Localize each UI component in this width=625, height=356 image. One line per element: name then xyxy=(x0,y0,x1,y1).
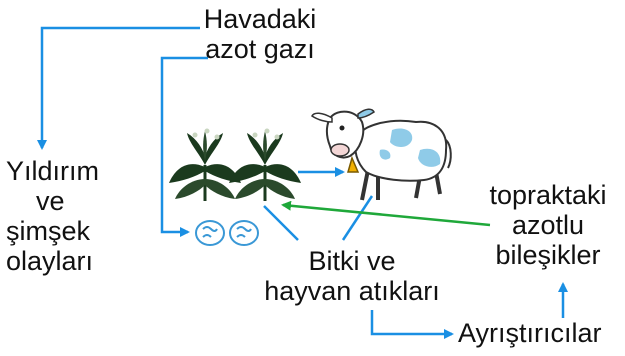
label-lightning-line4: olayları xyxy=(6,246,94,276)
arrow-plant-to-waste xyxy=(263,205,299,241)
arrow-waste-to-decomposers xyxy=(370,310,454,339)
label-air-nitrogen-line1: Havadaki xyxy=(203,4,317,34)
label-air-nitrogen-line2: azot gazı xyxy=(205,34,315,64)
plant-icon xyxy=(169,128,241,201)
label-lightning-line2: ve xyxy=(36,186,65,216)
label-soil-line3: bileşikler xyxy=(495,240,601,270)
label-lightning-line3: şimşek xyxy=(6,216,91,246)
label-waste: Bitki ve hayvan atıkları xyxy=(242,246,462,306)
arrow-air-to-bacteria xyxy=(160,56,208,237)
label-decomposers-text: Ayrıştırıcılar xyxy=(458,318,602,348)
cow-icon xyxy=(311,108,452,201)
arrow-air-to-lightning xyxy=(37,26,200,150)
label-soil-line1: topraktaki xyxy=(489,180,607,210)
bacteria-icon xyxy=(229,220,259,246)
label-waste-line2: hayvan atıkları xyxy=(264,276,440,306)
label-lightning-line1: Yıldırım xyxy=(6,156,100,186)
bacteria-icon xyxy=(195,220,225,246)
arrow-cow-to-waste xyxy=(341,195,374,241)
label-waste-line1: Bitki ve xyxy=(308,246,396,276)
arrow-soil-to-plants xyxy=(281,200,491,227)
plant-icon xyxy=(229,128,301,201)
label-soil-compounds: topraktaki azotlu bileşikler xyxy=(478,180,618,270)
label-air-nitrogen: Havadaki azot gazı xyxy=(196,4,324,64)
label-decomposers: Ayrıştırıcılar xyxy=(458,318,623,348)
label-lightning: Yıldırım ve şimşek olayları xyxy=(6,156,116,276)
label-soil-line2: azotlu xyxy=(511,210,585,240)
